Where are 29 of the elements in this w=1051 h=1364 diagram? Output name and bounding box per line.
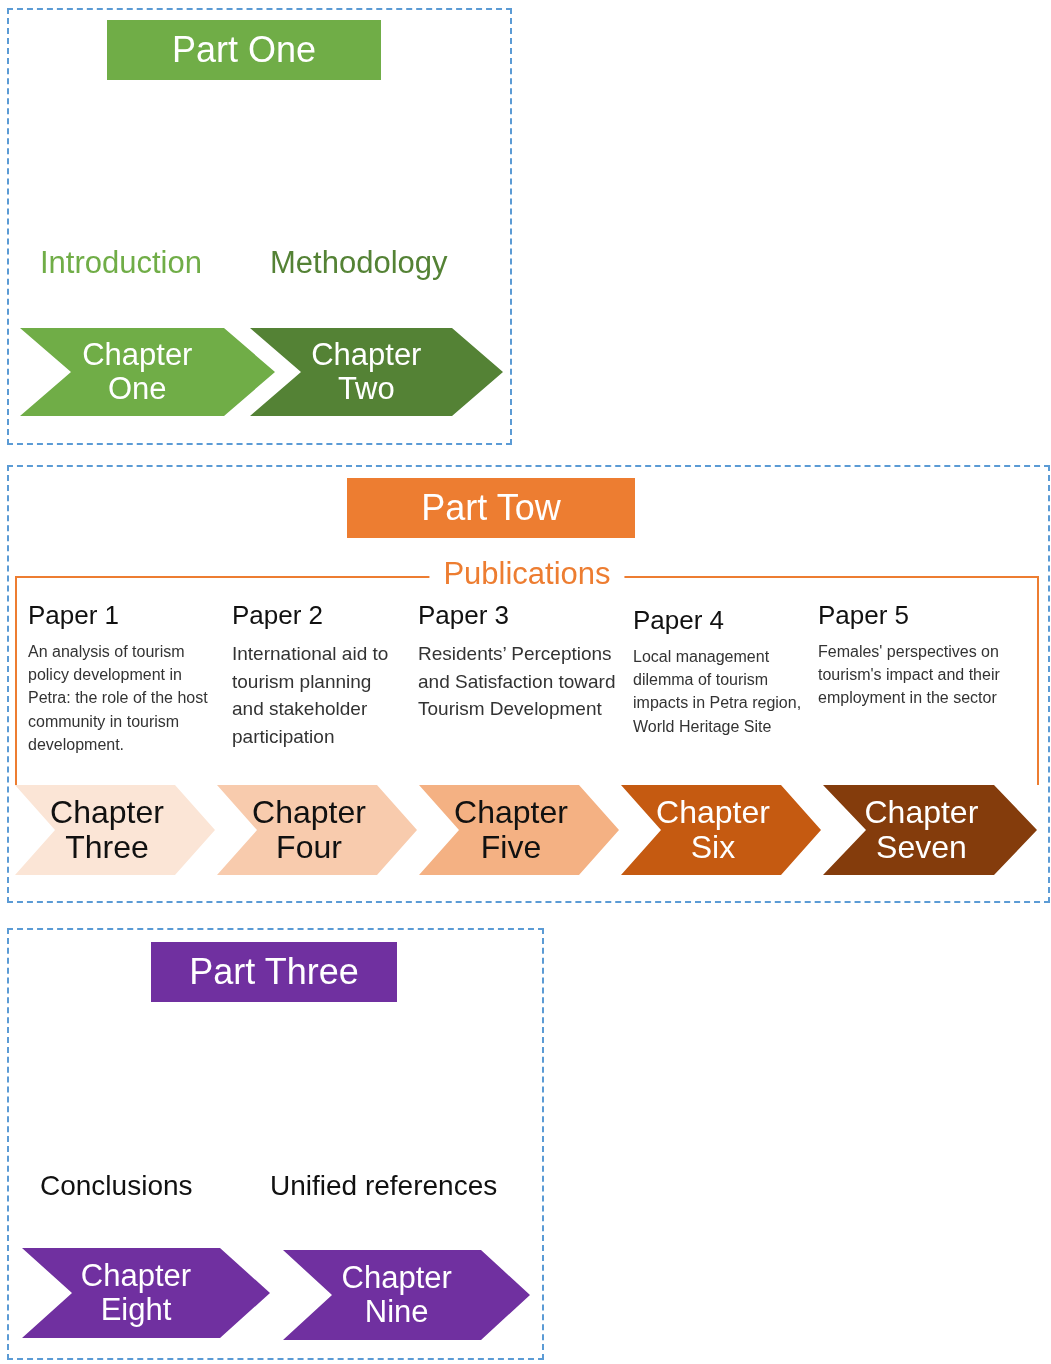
paper-title: Paper 1 — [28, 600, 121, 631]
chapter-banner: Chapter Three — [15, 785, 215, 875]
paper-description: Females' perspectives on tourism's impact and their employment in the sector — [818, 642, 1001, 709]
dashed-frame — [7, 465, 1050, 903]
chapter-banner: Chapter Four — [217, 785, 417, 875]
part-banner: Part Three — [151, 942, 397, 1002]
dashed-frame — [7, 928, 544, 1360]
paper-title: Paper 5 — [818, 600, 911, 631]
chapter-topic: Introduction — [40, 245, 203, 281]
chapter-banner: Chapter One — [20, 328, 275, 416]
paper-description: International aid to tourism planning and stakeholder participation — [232, 642, 390, 749]
chapter-banner: Chapter Five — [419, 785, 619, 875]
paper-description: Local management dilemma of tourism impacts in Petra region, World Heritage Site — [633, 647, 803, 737]
part-banner: Part One — [107, 20, 381, 80]
chapter-topic: Methodology — [270, 245, 449, 281]
chapter-banner: Chapter Eight — [22, 1248, 270, 1338]
dashed-frame — [7, 8, 512, 445]
part-banner: Part Tow — [347, 478, 635, 538]
chapter-topic: Conclusions — [40, 1170, 194, 1202]
chapter-topic: Unified references — [270, 1170, 499, 1202]
chapter-banner: Chapter Seven — [823, 785, 1037, 875]
paper-title: Paper 2 — [232, 600, 325, 631]
paper-description: Residents’ Perceptions and Satisfaction toward Tourism Development — [418, 642, 617, 722]
chapter-banner: Chapter Two — [250, 328, 503, 416]
paper-title: Paper 4 — [633, 605, 726, 636]
paper-title: Paper 3 — [418, 600, 511, 631]
paper-description: An analysis of tourism policy development in Petra: the role of the host community in tourism development. — [28, 642, 209, 755]
chapter-banner: Chapter Six — [621, 785, 821, 875]
chapter-banner: Chapter Nine — [283, 1250, 530, 1340]
